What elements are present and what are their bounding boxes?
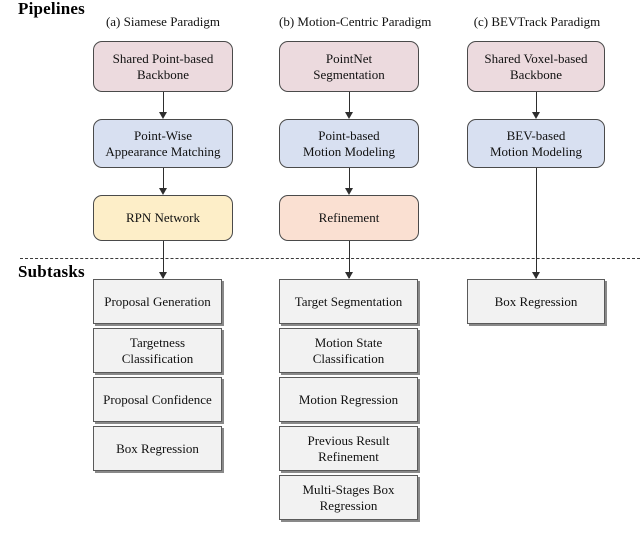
subtask-box-a-1-line-1: Proposal Generation (104, 293, 211, 309)
arrow-b-1-head (344, 112, 353, 119)
pipeline-box-c-1-line-1: Shared Voxel-based (484, 50, 588, 66)
arrow-c-2-line (535, 168, 537, 278)
arrow-c-2-head (531, 272, 540, 279)
arrow-a-1-head (158, 112, 167, 119)
arrow-a-2-line (162, 168, 164, 190)
subtask-box-b-4-line-1: Previous Result (307, 432, 390, 448)
arrow-a-3-head (158, 272, 167, 279)
arrow-a-3-line (162, 241, 164, 278)
subtask-box-b-3-line-1: Motion Regression (298, 391, 399, 407)
subtask-box-b-4-line-2: Refinement (318, 448, 379, 464)
pipeline-box-a-3[interactable]: RPN Network (93, 195, 233, 241)
pipeline-box-c-1-line-2: Backbone (510, 66, 562, 82)
pipeline-box-b-2-line-1: Point-based (318, 127, 380, 143)
subtask-box-a-4[interactable]: Box Regression (93, 426, 222, 471)
pipelines-subtasks-divider (20, 258, 640, 259)
pipeline-box-b-1-line-2: Segmentation (313, 66, 385, 82)
subtask-box-b-2[interactable]: Motion State Classification (279, 328, 418, 373)
subtask-box-a-4-line-1: Box Regression (116, 440, 199, 456)
subtask-box-a-3-line-1: Proposal Confidence (103, 391, 212, 407)
pipeline-box-b-3[interactable]: Refinement (279, 195, 419, 241)
pipeline-box-a-1-line-1: Shared Point-based (112, 50, 214, 66)
arrow-b-2-head (344, 188, 353, 195)
pipeline-box-a-1[interactable]: Shared Point-based Backbone (93, 41, 233, 92)
subtask-box-a-2-line-2: Classification (121, 350, 194, 366)
pipeline-box-b-1-line-1: PointNet (325, 50, 373, 66)
arrow-a-1-line (162, 92, 164, 114)
pipeline-box-c-2-line-1: BEV-based (506, 127, 566, 143)
subtask-box-b-5-line-2: Regression (319, 497, 378, 513)
pipeline-box-b-2[interactable]: Point-based Motion Modeling (279, 119, 419, 168)
arrow-b-3-head (344, 272, 353, 279)
column-caption-b: (b) Motion-Centric Paradigm (279, 14, 432, 29)
arrow-a-2-head (158, 188, 167, 195)
pipeline-box-a-2[interactable]: Point-Wise Appearance Matching (93, 119, 233, 168)
pipeline-box-b-1[interactable]: PointNet Segmentation (279, 41, 419, 92)
subtask-box-b-2-line-2: Classification (312, 350, 385, 366)
subtasks-section-title: Subtasks (18, 262, 85, 281)
subtask-box-b-2-line-1: Motion State (314, 334, 383, 350)
subtask-box-b-1-line-1: Target Segmentation (294, 293, 403, 309)
subtask-box-b-5-line-1: Multi-Stages Box (302, 481, 395, 497)
arrow-b-1-line (348, 92, 350, 114)
arrow-c-1-head (531, 112, 540, 119)
pipeline-box-a-3-line-1: RPN Network (125, 210, 201, 226)
pipelines-section-title: Pipelines (18, 0, 85, 18)
column-caption-c: (c) BEVTrack Paradigm (473, 14, 601, 29)
subtask-box-b-4[interactable]: Previous Result Refinement (279, 426, 418, 471)
arrow-b-3-line (348, 241, 350, 278)
subtask-box-a-2[interactable]: Targetness Classification (93, 328, 222, 373)
pipeline-box-c-2[interactable]: BEV-based Motion Modeling (467, 119, 605, 168)
column-caption-a: (a) Siamese Paradigm (105, 14, 221, 29)
pipeline-box-b-3-line-1: Refinement (318, 210, 380, 226)
pipeline-box-a-1-line-2: Backbone (137, 66, 189, 82)
pipeline-box-a-2-line-1: Point-Wise (134, 127, 192, 143)
pipeline-box-c-1[interactable]: Shared Voxel-based Backbone (467, 41, 605, 92)
subtask-box-a-1[interactable]: Proposal Generation (93, 279, 222, 324)
pipeline-box-a-2-line-2: Appearance Matching (105, 143, 221, 159)
subtask-box-b-1[interactable]: Target Segmentation (279, 279, 418, 324)
arrow-b-2-line (348, 168, 350, 190)
subtask-box-a-2-line-1: Targetness (129, 334, 186, 350)
pipeline-box-b-2-line-2: Motion Modeling (302, 143, 396, 159)
subtask-box-b-3[interactable]: Motion Regression (279, 377, 418, 422)
pipeline-box-c-2-line-2: Motion Modeling (489, 143, 583, 159)
subtask-box-b-5[interactable]: Multi-Stages Box Regression (279, 475, 418, 520)
subtask-box-c-1[interactable]: Box Regression (467, 279, 605, 324)
subtask-box-a-3[interactable]: Proposal Confidence (93, 377, 222, 422)
arrow-c-1-line (535, 92, 537, 114)
subtask-box-c-1-line-1: Box Regression (494, 293, 578, 309)
